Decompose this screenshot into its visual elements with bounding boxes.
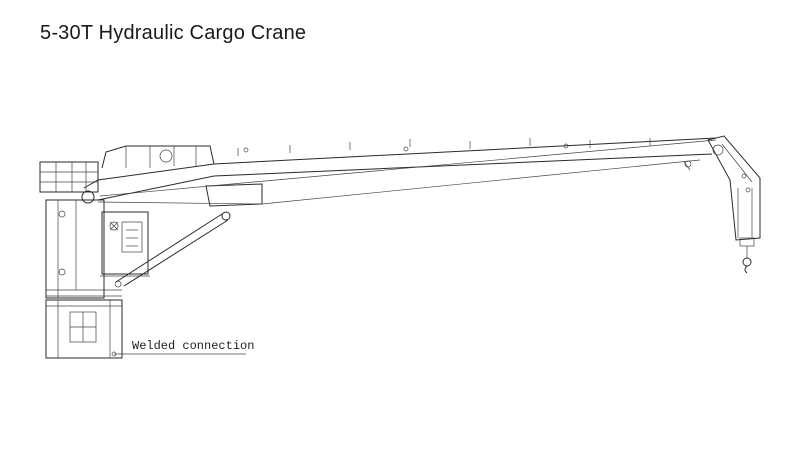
pedestal [45, 299, 123, 359]
knuckle-jib [707, 135, 761, 247]
railing [39, 161, 99, 204]
main-boom [83, 137, 717, 201]
weld-annotation: Welded connection [111, 339, 254, 357]
slewing-column [45, 199, 122, 299]
luffing-cylinder [115, 211, 231, 287]
boom-heel-deck [101, 145, 215, 169]
tie-line [97, 159, 701, 205]
weld-annotation-label: Welded connection [132, 339, 254, 353]
hook [742, 246, 752, 274]
page-title: 5-30T Hydraulic Cargo Crane [40, 22, 307, 44]
winch-box [205, 183, 263, 207]
